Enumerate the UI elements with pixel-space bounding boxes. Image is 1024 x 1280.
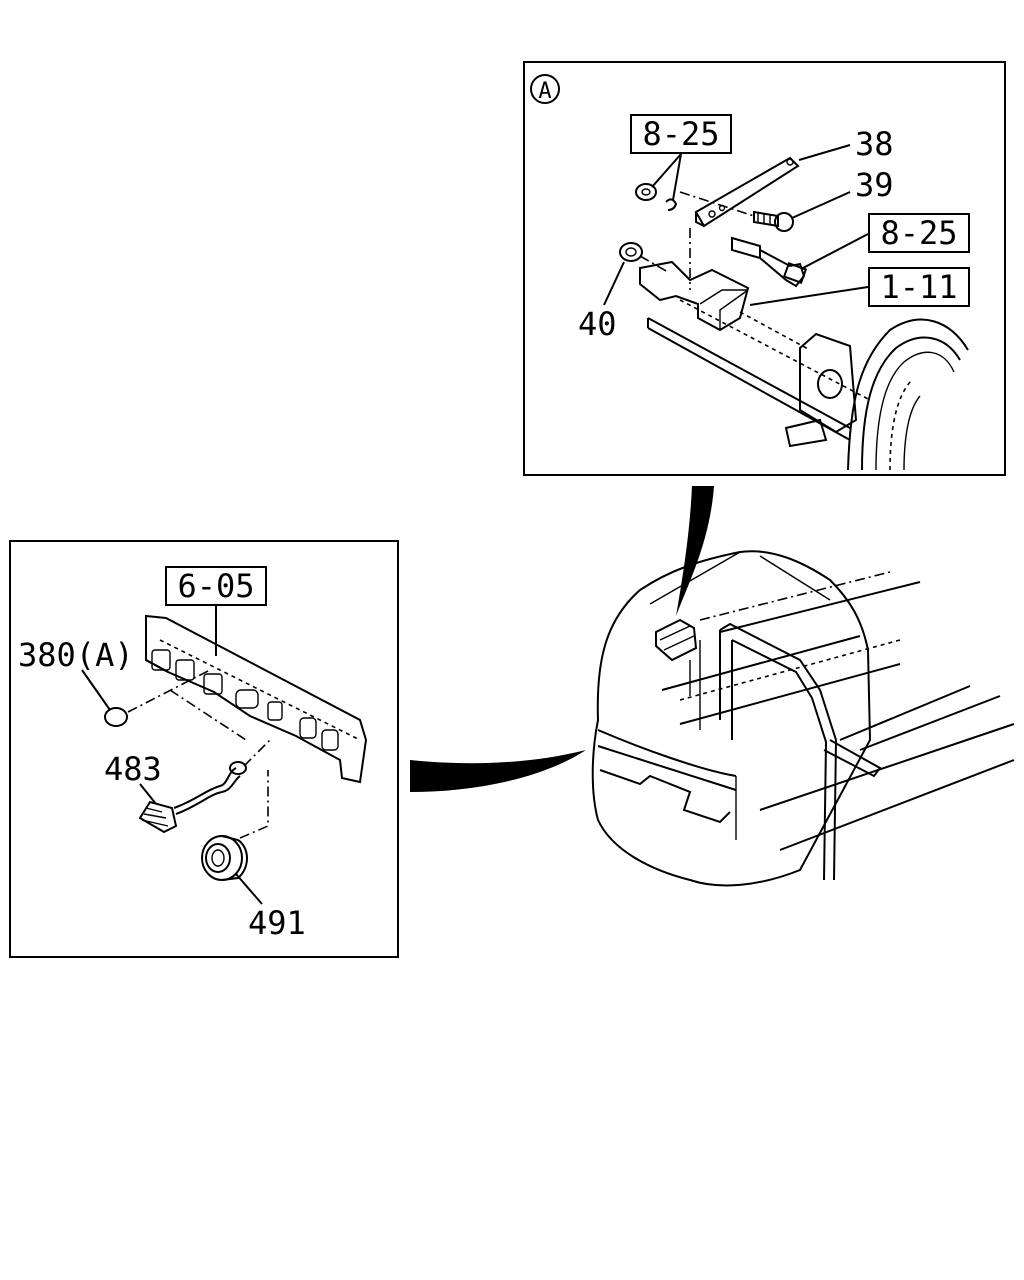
nut-part bbox=[635, 183, 678, 211]
leader-line bbox=[749, 286, 869, 306]
ref-box-label: 8-25 bbox=[642, 115, 719, 153]
leader-line bbox=[235, 873, 263, 905]
bracket-plate-part bbox=[694, 156, 800, 228]
bolt-part bbox=[753, 210, 794, 232]
cab-body bbox=[591, 550, 872, 887]
detail-left-panel: 6-05 380(A) bbox=[9, 540, 399, 958]
ref-box-1-11 bbox=[868, 267, 970, 307]
body-rail bbox=[699, 571, 891, 621]
ref-box-label: 8-25 bbox=[880, 214, 957, 252]
frame-rail bbox=[647, 299, 871, 448]
grommet-491-part bbox=[201, 835, 248, 881]
leader-line bbox=[603, 261, 625, 306]
ref-box-label: 6-05 bbox=[177, 567, 254, 605]
frame-hoop bbox=[719, 622, 838, 881]
detail-a-panel: A 8-25 38 39 bbox=[523, 61, 1006, 476]
centre-line bbox=[169, 689, 247, 741]
centre-line bbox=[239, 770, 269, 839]
callout-483: 483 bbox=[104, 750, 162, 788]
centre-line bbox=[639, 255, 669, 273]
grille-top bbox=[597, 729, 737, 777]
callout-491: 491 bbox=[248, 904, 306, 942]
leader-line bbox=[81, 669, 111, 711]
sensor-part bbox=[731, 236, 808, 288]
roof-bracket bbox=[655, 618, 698, 662]
ref-box-8-25-top bbox=[630, 114, 732, 154]
centre-line bbox=[243, 739, 271, 767]
callout-380a: 380(A) bbox=[18, 636, 134, 674]
detail-left-frame bbox=[9, 540, 399, 958]
callout-39: 39 bbox=[855, 166, 894, 204]
washer-part bbox=[619, 242, 643, 262]
cab-edge bbox=[847, 318, 969, 471]
centre-line bbox=[127, 669, 211, 713]
crossmember-panel bbox=[145, 614, 368, 784]
callout-40: 40 bbox=[578, 305, 617, 343]
leader-line bbox=[802, 233, 869, 269]
pointer-to-detail-left bbox=[410, 750, 586, 792]
callout-38: 38 bbox=[855, 125, 894, 163]
ref-box-label: 1-11 bbox=[880, 268, 957, 306]
truck-overview bbox=[591, 550, 1015, 887]
leader-line bbox=[651, 153, 682, 188]
pointer-to-detail-a bbox=[676, 486, 714, 616]
centre-line bbox=[679, 191, 755, 217]
bumper bbox=[599, 769, 731, 824]
leader-line bbox=[672, 153, 682, 201]
ref-box-8-25-right bbox=[868, 213, 970, 253]
sensor-483-part bbox=[138, 761, 247, 834]
detail-marker-circle bbox=[530, 74, 560, 104]
detail-marker-label: A bbox=[538, 79, 551, 104]
seal-part bbox=[104, 707, 128, 727]
ref-box-6-05 bbox=[165, 566, 267, 606]
leader-line bbox=[791, 191, 851, 219]
mounting-bracket bbox=[639, 260, 750, 332]
leader-line bbox=[798, 144, 851, 161]
leader-line bbox=[139, 783, 157, 805]
